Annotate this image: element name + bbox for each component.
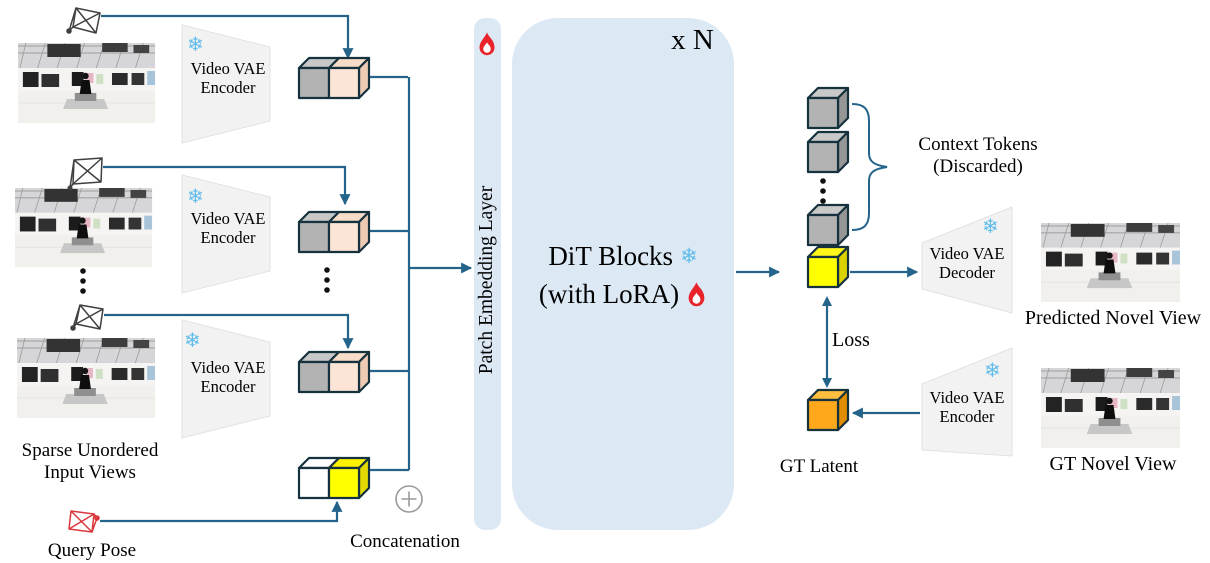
- query-pose-to-latent-arrow: [100, 500, 343, 523]
- video-vae-encoder-gt-block: [921, 347, 1013, 457]
- camera-icon-3: [70, 304, 104, 331]
- dit-subtitle: (with LoRA): [538, 279, 680, 309]
- video-vae-encoder-block-2: [181, 174, 271, 294]
- loss-label: Loss: [832, 329, 870, 351]
- context-token-cube-2: [806, 130, 850, 174]
- latent-pair-1: [297, 56, 371, 100]
- video-vae-encoder-label-1: Video VAE Encoder: [190, 59, 266, 98]
- camera2-to-latent-arrow: [103, 165, 351, 206]
- video-vae-encoder-gt-label: Video VAE Encoder: [929, 388, 1005, 427]
- dit-subtitle-row: (with LoRA): [512, 279, 734, 310]
- video-vae-decoder-block: [921, 206, 1013, 314]
- query-pose-camera-icon: [68, 510, 100, 533]
- snowflake-icon: ❄: [680, 244, 698, 268]
- snowflake-icon: ❄: [187, 32, 204, 56]
- query-pose-caption: Query Pose: [47, 540, 137, 561]
- concatenation-caption: Concatenation: [350, 531, 460, 552]
- flow-lines: [100, 14, 920, 523]
- fire-icon: [477, 31, 497, 57]
- video-vae-encoder-label-2: Video VAE Encoder: [190, 209, 266, 248]
- input-view-image-2: [14, 187, 153, 268]
- input-view-image-3: [16, 337, 156, 419]
- video-vae-encoder-label-3: Video VAE Encoder: [190, 358, 266, 397]
- context-token-cube-1: [806, 86, 850, 130]
- fire-icon: [686, 281, 707, 308]
- concatenation-plus-icon: [395, 485, 423, 513]
- snowflake-icon: ❄: [982, 214, 999, 238]
- context-tokens-brace: [851, 103, 888, 231]
- latent-pair-3: [297, 350, 371, 394]
- camera1-to-latent-arrow: [101, 14, 354, 60]
- input-view-image-1: [17, 42, 156, 124]
- query-latent-pair: [297, 456, 371, 500]
- gt-latent-cube: [806, 388, 850, 432]
- dit-blocks-panel: [512, 18, 734, 530]
- snowflake-icon: ❄: [187, 184, 204, 208]
- camera3-to-latent-arrow: [104, 313, 354, 350]
- camera-icon-1: [66, 7, 101, 34]
- video-vae-encoder-block-3: [181, 319, 271, 439]
- predicted-novel-view-caption: Predicted Novel View: [1024, 307, 1202, 329]
- camera-icon-2: [67, 157, 103, 191]
- context-tokens-caption: Context Tokens (Discarded): [918, 134, 1038, 178]
- snowflake-icon: ❄: [184, 328, 201, 352]
- context-token-cube-3: [806, 203, 850, 247]
- gt-latent-caption: GT Latent: [779, 456, 859, 477]
- dit-title: DiT Blocks: [548, 241, 674, 271]
- patch-embedding-layer-panel: [474, 18, 501, 530]
- latent-pair-2: [297, 210, 371, 254]
- predicted-novel-view-image: [1040, 222, 1181, 303]
- ellipsis-dots: [80, 178, 826, 294]
- predicted-latent-cube: [806, 245, 850, 289]
- input-views-caption: Sparse Unordered Input Views: [21, 440, 159, 484]
- video-vae-decoder-label: Video VAE Decoder: [929, 244, 1005, 283]
- loss-arrowhead-up: [822, 296, 832, 306]
- loss-arrowhead-down: [822, 378, 832, 388]
- dit-repeat-count: x N: [671, 24, 714, 56]
- snowflake-icon: ❄: [984, 358, 1001, 382]
- patch-embedding-layer-label: Patch Embedding Layer: [476, 185, 497, 375]
- dit-title-row: DiT Blocks ❄: [512, 241, 734, 272]
- gt-novel-view-image: [1040, 367, 1181, 449]
- gt-novel-view-caption: GT Novel View: [1049, 453, 1177, 475]
- video-vae-encoder-block-1: [181, 24, 271, 144]
